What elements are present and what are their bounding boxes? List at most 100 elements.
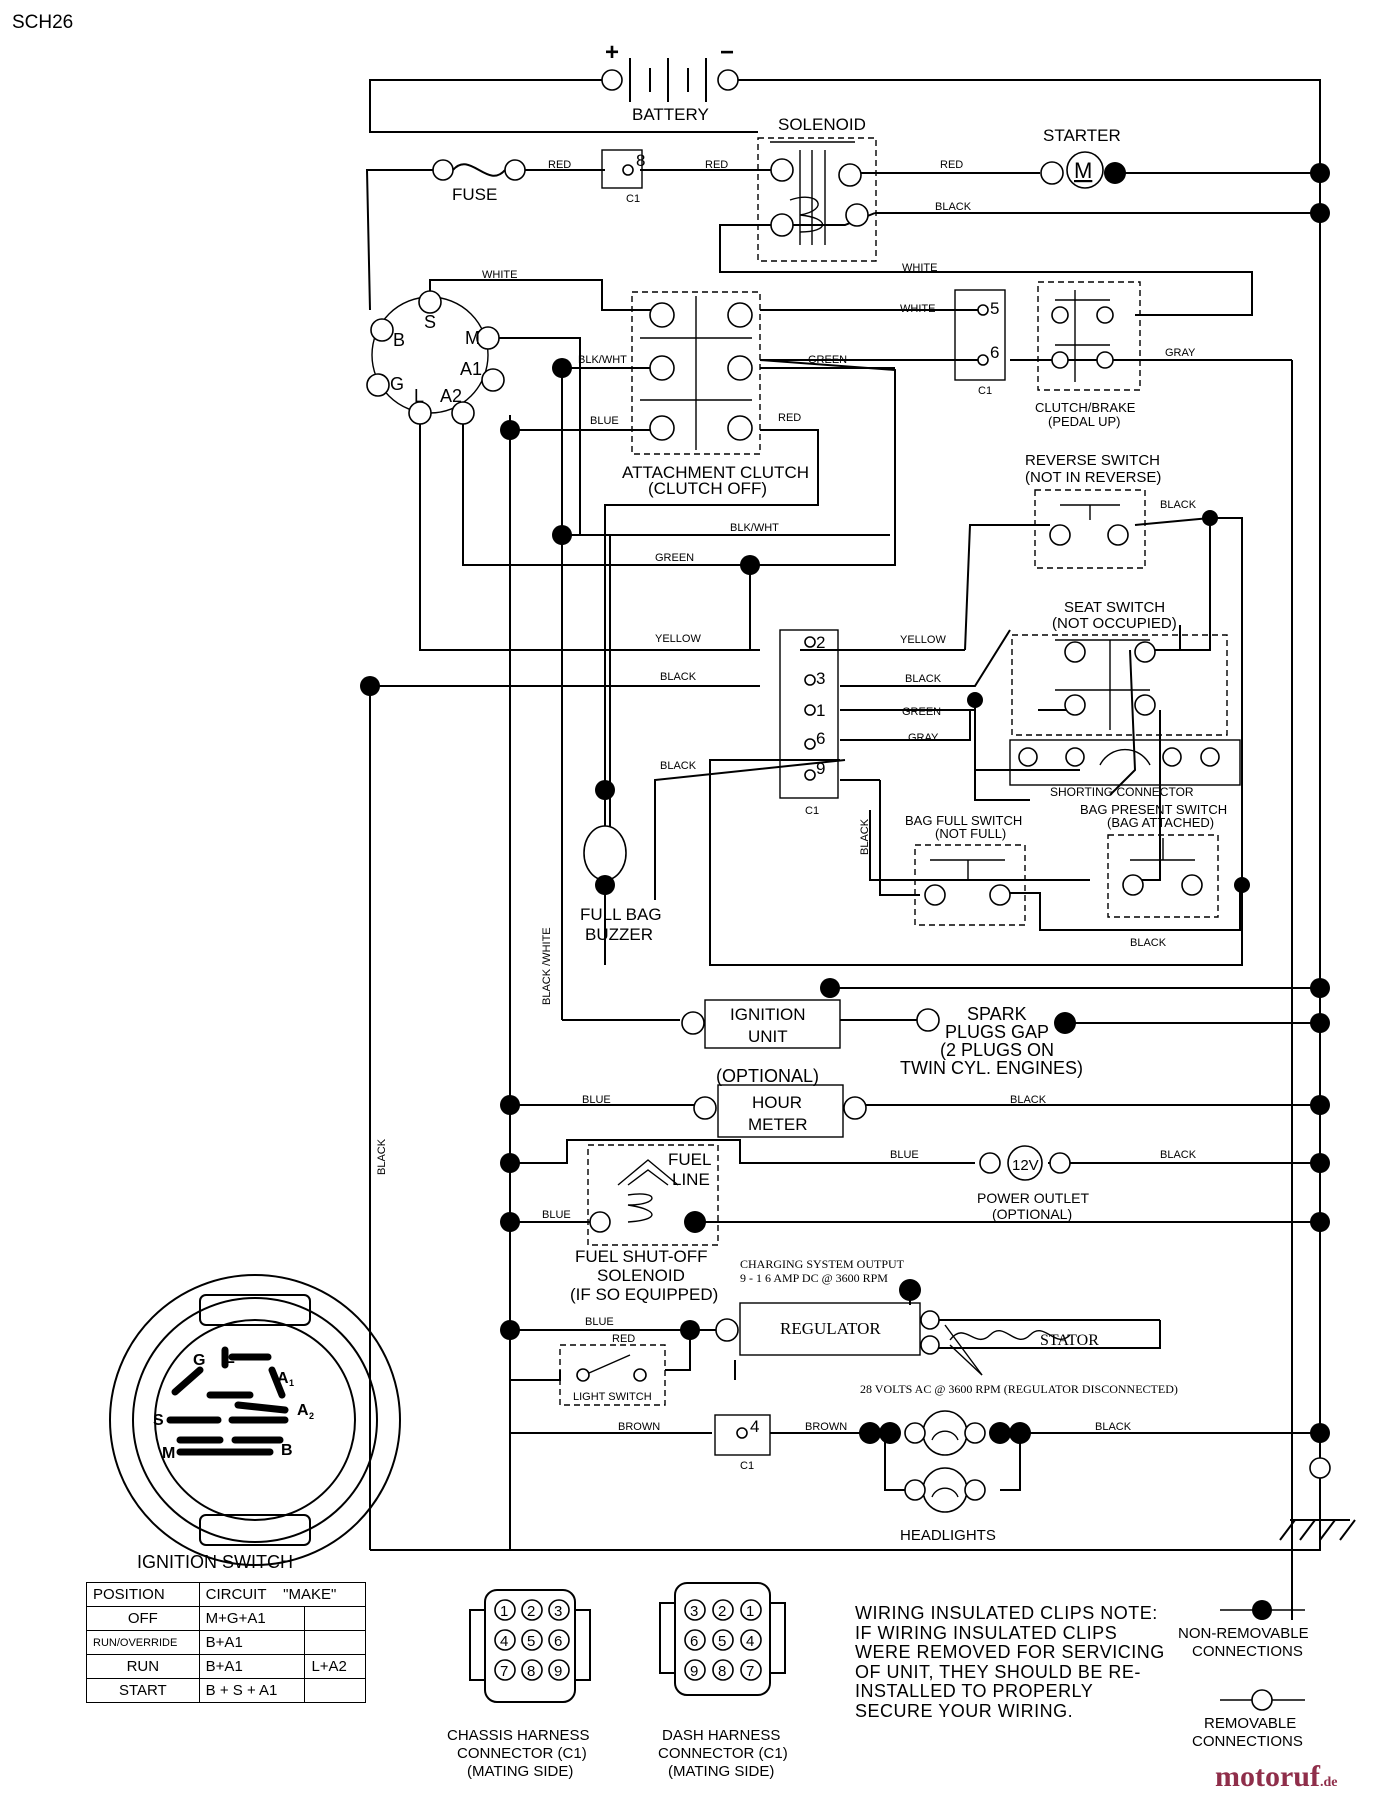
seat-switch: SEAT SWITCH (NOT OCCUPIED) [1011, 599, 1228, 736]
svg-text:2: 2 [309, 1411, 314, 1421]
svg-text:BLACK: BLACK [660, 671, 697, 683]
starter: M STARTER [1040, 126, 1126, 189]
svg-text:(NOT OCCUPIED): (NOT OCCUPIED) [1052, 615, 1177, 632]
svg-text:7: 7 [500, 1663, 508, 1680]
svg-text:SHORTING CONNECTOR: SHORTING CONNECTOR [1050, 785, 1194, 799]
solenoid-label: SOLENOID [778, 115, 866, 134]
fuse-label: FUSE [452, 185, 497, 204]
svg-text:CONNECTIONS: CONNECTIONS [1192, 1643, 1303, 1660]
svg-text:WHITE: WHITE [900, 303, 935, 315]
svg-text:BLACK: BLACK [1160, 499, 1197, 511]
bag-full-switch: BAG FULL SWITCH (NOT FULL) [905, 813, 1026, 926]
ignition-switch-face: G L A 1 A 2 S M B IGNITION SWITCH [109, 1274, 401, 1572]
svg-text:S: S [153, 1412, 164, 1429]
svg-text:1: 1 [816, 701, 825, 720]
svg-text:CHASSIS HARNESS: CHASSIS HARNESS [447, 1727, 590, 1744]
svg-text:CHARGING SYSTEM OUTPUT: CHARGING SYSTEM OUTPUT [740, 1257, 905, 1271]
wire-labels: RED RED RED BLACK WHITE WHITE WHITE BLK/… [376, 159, 1197, 1433]
svg-text:IGNITION: IGNITION [730, 1005, 806, 1024]
svg-text:BLUE: BLUE [542, 1209, 571, 1221]
svg-text:6: 6 [690, 1633, 698, 1650]
table-row: START B + S + A1 [86, 1678, 366, 1703]
svg-text:4: 4 [750, 1417, 759, 1436]
svg-text:BAG FULL SWITCH: BAG FULL SWITCH [905, 813, 1022, 828]
svg-text:8: 8 [636, 151, 645, 170]
regulator: REGULATOR STATOR CHARGING SYSTEM OUTPUT … [715, 1257, 1178, 1396]
svg-text:RED: RED [548, 159, 571, 171]
svg-text:BROWN: BROWN [618, 1421, 660, 1433]
svg-text:M: M [162, 1445, 175, 1462]
svg-text:CONNECTIONS: CONNECTIONS [1192, 1733, 1303, 1750]
headlights: HEADLIGHTS [900, 1410, 996, 1544]
svg-text:BLK/WHT: BLK/WHT [578, 354, 627, 366]
legend: NON-REMOVABLE CONNECTIONS REMOVABLE CONN… [1178, 1600, 1309, 1750]
starter-m: M [1074, 158, 1092, 183]
svg-text:CLUTCH/BRAKE: CLUTCH/BRAKE [1035, 400, 1136, 415]
c1-main-connector: 2 3 1 6 9 C1 [779, 629, 839, 817]
shorting-connector: SHORTING CONNECTOR [1009, 739, 1241, 799]
svg-text:B: B [281, 1442, 293, 1459]
svg-text:(NOT FULL): (NOT FULL) [935, 826, 1006, 841]
svg-text:A2: A2 [440, 386, 462, 406]
svg-text:UNIT: UNIT [748, 1027, 788, 1046]
dash-pin-grid: 3 2 1 6 5 4 9 8 7 [684, 1599, 762, 1681]
svg-text:NON-REMOVABLE: NON-REMOVABLE [1178, 1625, 1309, 1642]
svg-text:1: 1 [289, 1378, 294, 1388]
svg-text:C1: C1 [978, 385, 992, 397]
svg-text:28 VOLTS AC @ 3600 RPM (REGULA: 28 VOLTS AC @ 3600 RPM (REGULATOR DISCON… [860, 1382, 1178, 1396]
battery-label: BATTERY [632, 105, 709, 124]
svg-text:L: L [225, 1350, 235, 1367]
svg-text:(MATING SIDE): (MATING SIDE) [467, 1763, 573, 1780]
svg-text:(IF SO EQUIPPED): (IF SO EQUIPPED) [570, 1285, 718, 1304]
svg-text:BLUE: BLUE [585, 1316, 614, 1328]
svg-text:4: 4 [746, 1633, 754, 1650]
svg-text:2: 2 [527, 1603, 535, 1620]
battery-plus: + [605, 39, 619, 66]
ignition-circuit-table: POSITION CIRCUIT "MAKE" OFF M+G+A1 RUN/O… [86, 1582, 367, 1703]
bag-present-switch: BAG PRESENT SWITCH (BAG ATTACHED) [1080, 802, 1227, 918]
svg-text:5: 5 [990, 299, 999, 318]
svg-text:SPARK: SPARK [967, 1004, 1027, 1024]
svg-text:YELLOW: YELLOW [900, 634, 946, 646]
svg-text:GRAY: GRAY [908, 732, 939, 744]
power-outlet: 12V POWER OUTLET (OPTIONAL) [977, 1145, 1089, 1222]
svg-text:2: 2 [816, 633, 825, 652]
svg-text:METER: METER [748, 1115, 808, 1134]
removable-connections [1309, 1457, 1331, 1479]
svg-text:REGULATOR: REGULATOR [780, 1319, 881, 1338]
svg-text:M: M [465, 328, 480, 348]
svg-text:9: 9 [690, 1663, 698, 1680]
svg-text:LIGHT SWITCH: LIGHT SWITCH [573, 1391, 652, 1403]
attachment-clutch: ATTACHMENT CLUTCH (CLUTCH OFF) [622, 291, 809, 498]
wiring-clips-note: WIRING INSULATED CLIPS NOTE: IF WIRING I… [855, 1603, 1165, 1721]
solenoid: SOLENOID [757, 115, 877, 262]
fuse: FUSE [432, 159, 526, 204]
svg-text:9: 9 [554, 1663, 562, 1680]
svg-text:3: 3 [554, 1603, 562, 1620]
table-row: RUN B+A1 L+A2 [86, 1654, 366, 1679]
svg-text:BLUE: BLUE [890, 1149, 919, 1161]
svg-text:HOUR: HOUR [752, 1093, 802, 1112]
svg-text:HEADLIGHTS: HEADLIGHTS [900, 1527, 996, 1544]
svg-text:3: 3 [816, 669, 825, 688]
ignition-unit: IGNITION UNIT SPARK PLUGS GAP (2 PLUGS O… [681, 999, 1083, 1078]
fuel-solenoid: FUEL LINE FUEL SHUT-OFF SOLENOID (IF SO … [570, 1144, 719, 1304]
svg-text:A: A [277, 1370, 289, 1387]
table-header-row: POSITION CIRCUIT "MAKE" [86, 1582, 367, 1607]
svg-text:12V: 12V [1012, 1157, 1039, 1174]
table-row: OFF M+G+A1 [86, 1606, 366, 1631]
light-switch: LIGHT SWITCH [559, 1344, 666, 1406]
svg-text:BLUE: BLUE [590, 415, 619, 427]
frame-wires [365, 79, 1350, 1620]
svg-text:RED: RED [705, 159, 728, 171]
svg-text:REMOVABLE: REMOVABLE [1204, 1715, 1296, 1732]
svg-text:(2 PLUGS ON: (2 PLUGS ON [940, 1040, 1054, 1060]
svg-text:BLACK: BLACK [935, 201, 972, 213]
svg-text:BLACK: BLACK [859, 818, 871, 855]
svg-text:5: 5 [527, 1633, 535, 1650]
svg-text:GRAY: GRAY [1165, 347, 1196, 359]
ignition-switch-terminals: S B M G A1 L A2 [366, 290, 505, 425]
c1-pins-5-6: 5 6 C1 [954, 289, 1006, 397]
svg-text:BLACK: BLACK [905, 673, 942, 685]
ignition-switch-label: IGNITION SWITCH [137, 1552, 293, 1572]
